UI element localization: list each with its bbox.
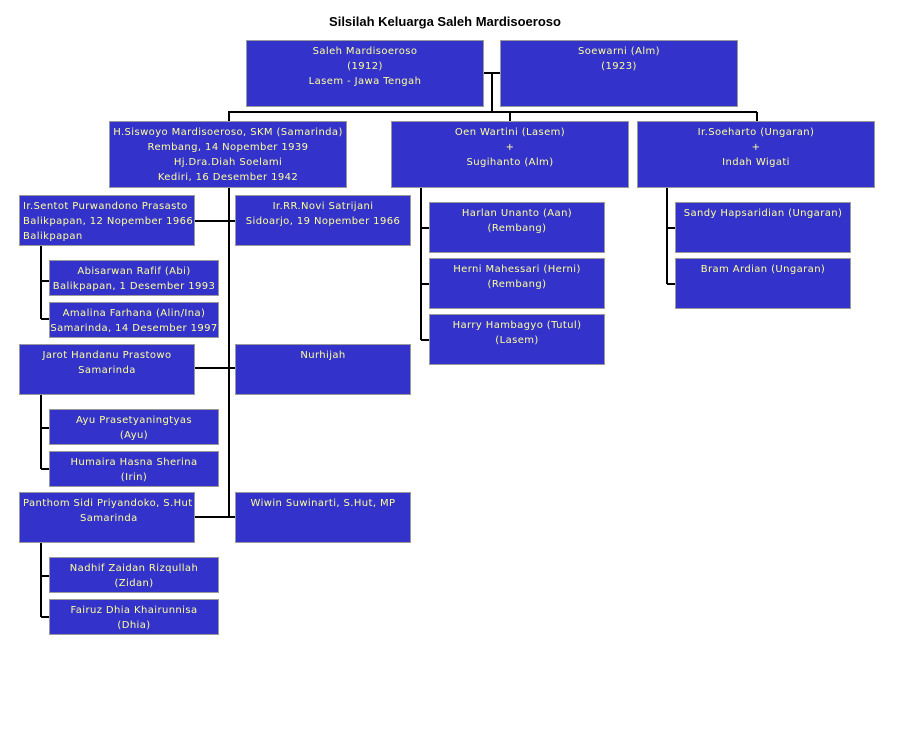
person-box-bram: Bram Ardian (Ungaran)	[675, 258, 851, 309]
person-box-soeharto: Ir.Soeharto (Ungaran) + Indah Wigati	[637, 121, 875, 188]
person-box-nurhijah: Nurhijah	[235, 344, 411, 395]
person-box-sandy: Sandy Hapsaridian (Ungaran)	[675, 202, 851, 253]
person-box-ayu: Ayu Prasetyaningtyas (Ayu)	[49, 409, 219, 445]
person-box-abisarwan: Abisarwan Rafif (Abi) Balikpapan, 1 Dese…	[49, 260, 219, 296]
person-box-harry: Harry Hambagyo (Tutul) (Lasem)	[429, 314, 605, 365]
person-box-humaira: Humaira Hasna Sherina (Irin)	[49, 451, 219, 487]
person-box-fairuz: Fairuz Dhia Khairunnisa (Dhia)	[49, 599, 219, 635]
person-box-novi: Ir.RR.Novi Satrijani Sidoarjo, 19 Nopemb…	[235, 195, 411, 246]
person-box-wiwin: Wiwin Suwinarti, S.Hut, MP	[235, 492, 411, 543]
person-box-soewarni: Soewarni (Alm) (1923)	[500, 40, 738, 107]
person-box-siswoyo: H.Siswoyo Mardisoeroso, SKM (Samarinda) …	[109, 121, 347, 188]
person-box-harlan: Harlan Unanto (Aan) (Rembang)	[429, 202, 605, 253]
person-box-saleh: Saleh Mardisoeroso (1912) Lasem - Jawa T…	[246, 40, 484, 107]
person-box-oen: Oen Wartini (Lasem) + Sugihanto (Alm)	[391, 121, 629, 188]
person-box-amalina: Amalina Farhana (Alin/Ina) Samarinda, 14…	[49, 302, 219, 338]
person-box-nadhif: Nadhif Zaidan Rizqullah (Zidan)	[49, 557, 219, 593]
person-box-jarot: Jarot Handanu Prastowo Samarinda	[19, 344, 195, 395]
person-box-sentot: Ir.Sentot Purwandono Prasasto Balikpapan…	[19, 195, 195, 246]
person-box-panthom: Panthom Sidi Priyandoko, S.Hut Samarinda	[19, 492, 195, 543]
chart-title: Silsilah Keluarga Saleh Mardisoeroso	[329, 14, 561, 29]
person-box-herni: Herni Mahessari (Herni) (Rembang)	[429, 258, 605, 309]
